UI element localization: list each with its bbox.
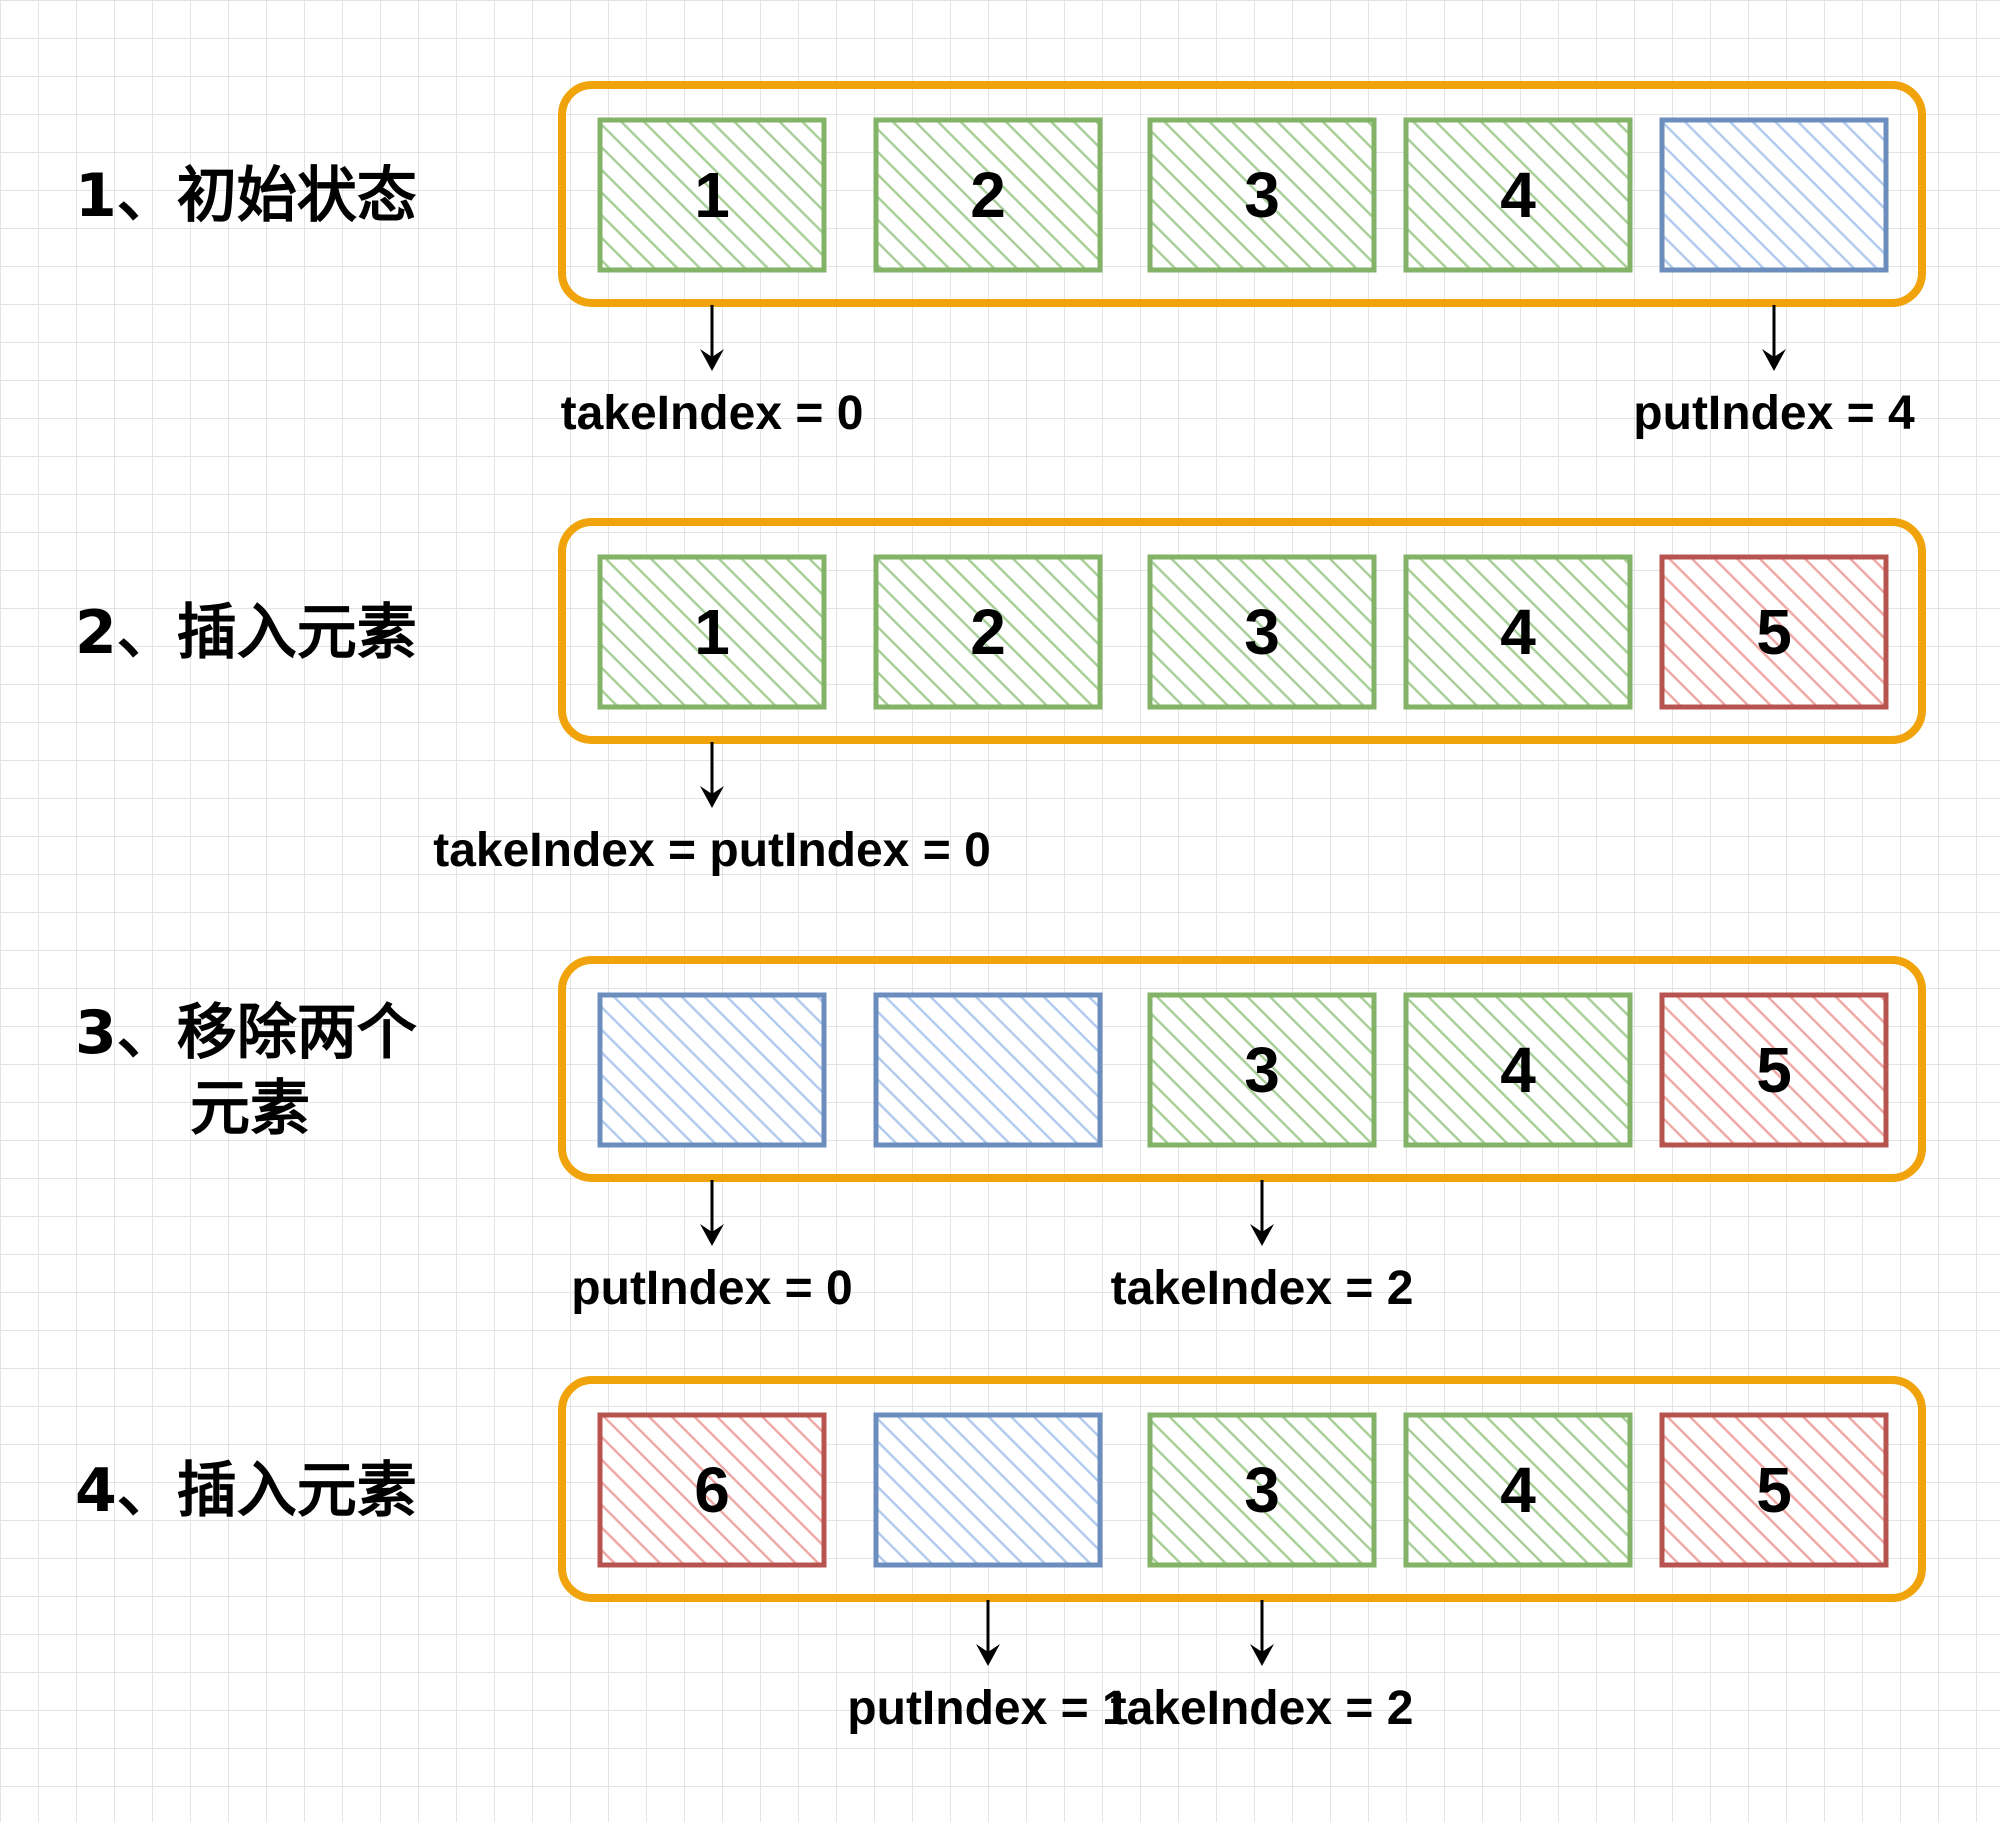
- cell-value: 3: [1244, 596, 1280, 668]
- array-frame: [558, 518, 1926, 744]
- cell-value: 4: [1500, 1454, 1536, 1526]
- array-cell: [597, 117, 827, 273]
- pointer-label: putIndex = 1: [847, 1682, 1128, 1735]
- array-cell: [873, 992, 1103, 1148]
- cell-value: 6: [694, 1454, 730, 1526]
- cell-value: 1: [694, 159, 730, 231]
- array-cell: [1403, 1412, 1633, 1568]
- cell-value: 2: [970, 159, 1006, 231]
- array-frame: [558, 1376, 1926, 1602]
- step-title-line: 2、插入元素: [75, 598, 417, 668]
- pointer-label: takeIndex = 2: [1111, 1262, 1414, 1315]
- step-2: 2、插入元素 1 2 3 4 5 takeIndex = putIndex = 0: [75, 518, 1926, 877]
- down-arrow-icon: [700, 349, 724, 371]
- pointer-label: putIndex = 0: [571, 1262, 852, 1315]
- cell-value: 1: [694, 596, 730, 668]
- step-title: 2、插入元素: [75, 598, 417, 668]
- cell-value: 3: [1244, 1454, 1280, 1526]
- down-arrow-icon: [700, 786, 724, 808]
- array-cell: [1659, 992, 1889, 1148]
- step-1: 1、初始状态 1 2 3 4 takeIndex = 0 putIndex = 4: [75, 81, 1926, 440]
- cell-value: 3: [1244, 159, 1280, 231]
- step-title-line: 1、初始状态: [75, 161, 417, 231]
- array-cell: [1659, 1412, 1889, 1568]
- array-cell: [1403, 992, 1633, 1148]
- array-cell: [1147, 992, 1377, 1148]
- step-title: 3、移除两个元素: [75, 998, 417, 1144]
- down-arrow-icon: [976, 1644, 1000, 1666]
- array-cell: [873, 554, 1103, 710]
- cell-value: 4: [1500, 159, 1536, 231]
- down-arrow-icon: [1250, 1644, 1274, 1666]
- array-cell: [1659, 117, 1889, 273]
- down-arrow-icon: [700, 1224, 724, 1246]
- cell-value: 5: [1756, 1454, 1792, 1526]
- array-cell: [873, 117, 1103, 273]
- array-frame: [558, 81, 1926, 307]
- down-arrow-icon: [1250, 1224, 1274, 1246]
- array-cell: [597, 1412, 827, 1568]
- cell-value: 3: [1244, 1034, 1280, 1106]
- array-frame: [558, 956, 1926, 1182]
- pointer-label: putIndex = 4: [1633, 387, 1915, 440]
- step-title-line: 3、移除两个: [75, 998, 417, 1068]
- down-arrow-icon: [1762, 349, 1786, 371]
- array-cell: [1659, 554, 1889, 710]
- step-title: 1、初始状态: [75, 161, 417, 231]
- array-cell: [1147, 117, 1377, 273]
- array-cell: [1147, 1412, 1377, 1568]
- array-cell: [1403, 554, 1633, 710]
- step-3: 3、移除两个元素 3 4 5 putIndex = 0 takeIndex = 2: [75, 956, 1926, 1315]
- array-cell: [873, 1412, 1103, 1568]
- array-cell: [1403, 117, 1633, 273]
- pointer-label: takeIndex = 2: [1111, 1682, 1414, 1735]
- array-cell: [597, 554, 827, 710]
- cell-value: 5: [1756, 596, 1792, 668]
- cell-value: 4: [1500, 596, 1536, 668]
- step-title-line: 4、插入元素: [75, 1456, 417, 1526]
- pointer-label: takeIndex = 0: [561, 387, 864, 440]
- cell-value: 5: [1756, 1034, 1792, 1106]
- cell-value: 2: [970, 596, 1006, 668]
- pointer-label: takeIndex = putIndex = 0: [433, 824, 991, 877]
- step-title: 4、插入元素: [75, 1456, 417, 1526]
- step-title-line: 元素: [190, 1074, 310, 1144]
- cell-value: 4: [1500, 1034, 1536, 1106]
- array-cell: [1147, 554, 1377, 710]
- array-cell: [597, 992, 827, 1148]
